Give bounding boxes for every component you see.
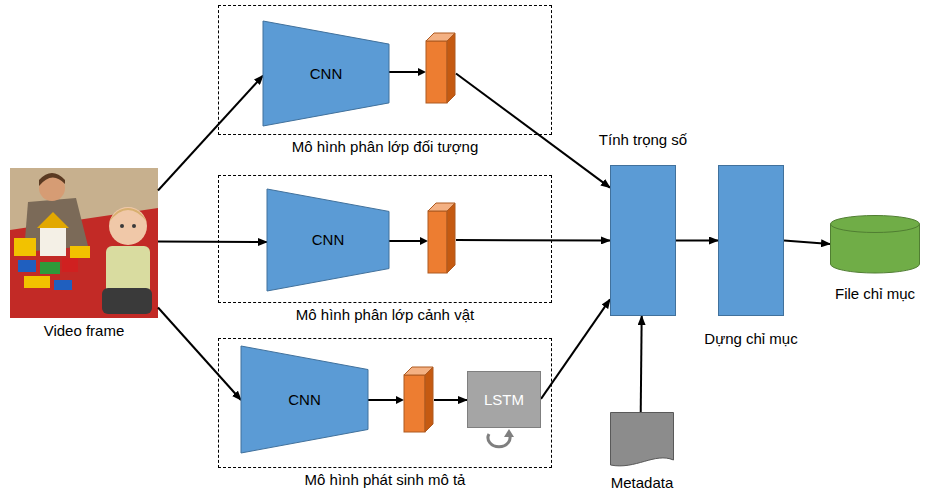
feature-block-side (425, 367, 433, 432)
node-shape (267, 189, 456, 291)
node-label: CNN (312, 231, 345, 249)
connector-arrow (676, 240, 718, 242)
internal-arrowhead (396, 396, 404, 404)
photo-lego (24, 276, 50, 288)
node-label: LSTM (484, 391, 524, 409)
recurrence-loop (488, 429, 514, 447)
photo-lego (70, 246, 90, 258)
connector-arrow (784, 241, 830, 245)
cnn-block: CNN (241, 346, 434, 453)
connector-arrow (158, 76, 263, 191)
label-holder: LSTM (467, 371, 541, 428)
cnn-block: CNN (267, 189, 456, 291)
cnn-trapezoid (263, 21, 389, 126)
feature-block-side (447, 33, 455, 103)
photo-child-head (109, 207, 147, 245)
internal-arrowhead (420, 237, 428, 245)
internal-arrow (367, 399, 398, 401)
photo-wall (10, 168, 158, 318)
index-box: Dựng chỉ mục (718, 165, 784, 316)
connector-arrow (434, 399, 467, 401)
photo-lego-house (40, 226, 66, 256)
photo-adult-hair (39, 173, 65, 186)
photo-child-hair (109, 208, 147, 222)
cnn-trapezoid (241, 346, 368, 453)
connector-arrow (158, 241, 267, 244)
connector-arrow (640, 316, 643, 412)
model-group: Mô hình phát sinh mô tảCNNLSTM (218, 338, 552, 468)
node-label: Mô hình phát sinh mô tả (305, 471, 466, 489)
label-holder: CNN (263, 21, 389, 126)
video-frame-photo (10, 168, 158, 318)
metadata-document: Metadata (610, 412, 674, 470)
model-group: Mô hình phân lớp đối tượngCNN (218, 5, 552, 135)
connector-arrow (456, 239, 610, 242)
node-shape (610, 412, 674, 470)
node-label: File chỉ mục (835, 285, 915, 303)
node-label: CNN (310, 65, 343, 83)
node-shape (718, 165, 784, 316)
label-holder: CNN (267, 189, 389, 291)
photo-lego (40, 262, 60, 274)
cylinder-top (831, 216, 920, 233)
feature-block (428, 211, 447, 273)
photo-child-eye (120, 224, 124, 228)
process-bar (719, 166, 784, 316)
label-holder: CNN (241, 346, 368, 453)
node-shape (610, 165, 676, 316)
index-file-cylinder: File chỉ mục (830, 215, 920, 273)
node-label: Mô hình phân lớp cảnh vật (296, 306, 474, 324)
connector-arrow (158, 308, 241, 401)
photo-child-eye (132, 224, 136, 228)
video-frame: Video frame (10, 168, 158, 318)
photo-lego (54, 280, 72, 290)
cnn-block: CNN (263, 21, 456, 126)
photo-child-legs (102, 288, 152, 314)
node-label: Dựng chỉ mục (704, 330, 797, 348)
photo-child-shirt (106, 246, 150, 294)
cnn-trapezoid (267, 189, 389, 291)
lstm-rect (468, 372, 541, 428)
internal-arrow (388, 71, 420, 73)
internal-arrow (388, 240, 422, 242)
internal-arrowhead (418, 68, 426, 76)
node-label: Video frame (44, 322, 125, 340)
node-shape (830, 215, 920, 273)
photo-lego (14, 238, 36, 256)
node-shape (241, 346, 434, 453)
feature-block (426, 41, 447, 103)
feature-block-side (447, 203, 455, 273)
node-label: Tính trọng số (599, 131, 687, 149)
node-label: Mô hình phân lớp đối tượng (292, 138, 479, 156)
weighting-box: Tính trọng số (610, 165, 676, 316)
node-label: CNN (288, 391, 321, 409)
photo-lego (18, 260, 36, 272)
photo-lego (62, 258, 78, 272)
lstm-box: LSTM (467, 371, 541, 428)
photo-lego-roof (37, 212, 69, 228)
loop-arrowhead (504, 429, 514, 437)
connector-arrow (456, 74, 610, 188)
feature-block (404, 375, 425, 432)
node-label: Metadata (611, 474, 674, 492)
model-group: Mô hình phân lớp cảnh vậtCNN (218, 175, 552, 303)
process-bar (611, 166, 676, 316)
document-shape (611, 413, 674, 466)
node-shape (263, 21, 456, 126)
